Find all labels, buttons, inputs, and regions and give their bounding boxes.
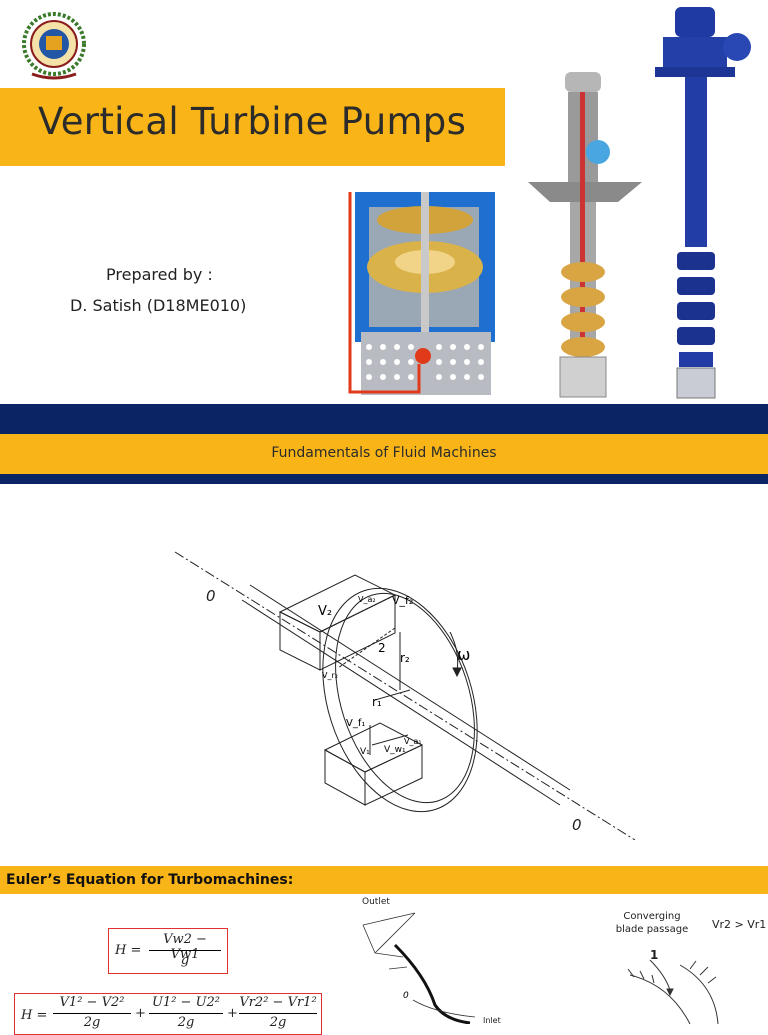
section-title: Euler’s Equation for Turbomachines: bbox=[6, 872, 294, 888]
course-footer: Fundamentals of Fluid Machines bbox=[271, 445, 497, 461]
section-band bbox=[0, 866, 768, 894]
label-vf1: V_f₁ bbox=[346, 718, 365, 729]
slide-title: Vertical Turbine Pumps bbox=[38, 100, 467, 143]
svg-text:0: 0 bbox=[403, 991, 409, 1001]
label-omega: ω bbox=[457, 645, 470, 664]
eq2-term1-num: V1² − V2² bbox=[59, 995, 125, 1010]
prepared-by-label: Prepared by : bbox=[106, 265, 213, 284]
title-band bbox=[0, 88, 505, 166]
converging-blade-passage-diagram bbox=[627, 959, 719, 1024]
multistage-pump-cutaway-image bbox=[528, 72, 642, 398]
impeller-velocity-diagram: V₂ V_a₂ V_f₂ 2 r₂ ω V_r₂ r₁ V_f₁ V_a₁ V_… bbox=[174, 551, 636, 840]
blade-velocity-triangle-diagram: 0 bbox=[362, 912, 476, 1024]
outlet-label: Outlet bbox=[362, 897, 390, 907]
label-vr2: V_r₂ bbox=[322, 671, 338, 680]
vertical-turbine-pump-image bbox=[655, 7, 751, 399]
label-v2: V₂ bbox=[318, 604, 332, 619]
navy-band bbox=[0, 404, 768, 434]
label-vw1: V_w₁ bbox=[384, 745, 406, 755]
label-r2: r₂ bbox=[400, 651, 410, 665]
euler-equation-2: H = V1² − V2² 2g + U1² − U2² 2g + Vr2² −… bbox=[14, 993, 322, 1035]
navy-band-bottom bbox=[0, 474, 768, 484]
eq1-lhs: H = bbox=[115, 943, 142, 958]
label-v1: V₁ bbox=[360, 747, 370, 757]
label-vf2: V_f₂ bbox=[392, 594, 413, 607]
inlet-label: Inlet bbox=[483, 1016, 501, 1025]
label-r1: r₁ bbox=[372, 695, 382, 709]
label-two: 2 bbox=[378, 641, 386, 655]
converging-label: Converging blade passage bbox=[615, 911, 689, 935]
eq2-term3-num: Vr2² − Vr1² bbox=[239, 995, 317, 1010]
eq2-term2-den: 2g bbox=[177, 1015, 195, 1030]
author-name: D. Satish (D18ME010) bbox=[70, 296, 247, 315]
eq2-lhs: H = bbox=[21, 1008, 48, 1023]
footer-band bbox=[0, 434, 768, 474]
eq2-term2-num: U1² − U2² bbox=[151, 995, 221, 1010]
shaft-label-bottom: 0 bbox=[572, 816, 582, 834]
station-one-label: 1 bbox=[650, 948, 659, 962]
label-va1: V_a₁ bbox=[404, 737, 422, 746]
euler-equation-1: H = Vw2 − Vw1 g bbox=[108, 928, 228, 974]
eq2-term1-den: 2g bbox=[83, 1015, 101, 1030]
vr-relation-label: Vr2 > Vr1 bbox=[712, 918, 767, 931]
eq1-denominator: g bbox=[180, 953, 190, 968]
pump-bowl-cutaway-image bbox=[347, 192, 500, 395]
eq2-term3-den: 2g bbox=[269, 1015, 287, 1030]
institute-logo bbox=[22, 12, 86, 80]
label-va2: V_a₂ bbox=[358, 595, 376, 604]
shaft-label-top: 0 bbox=[206, 587, 216, 605]
